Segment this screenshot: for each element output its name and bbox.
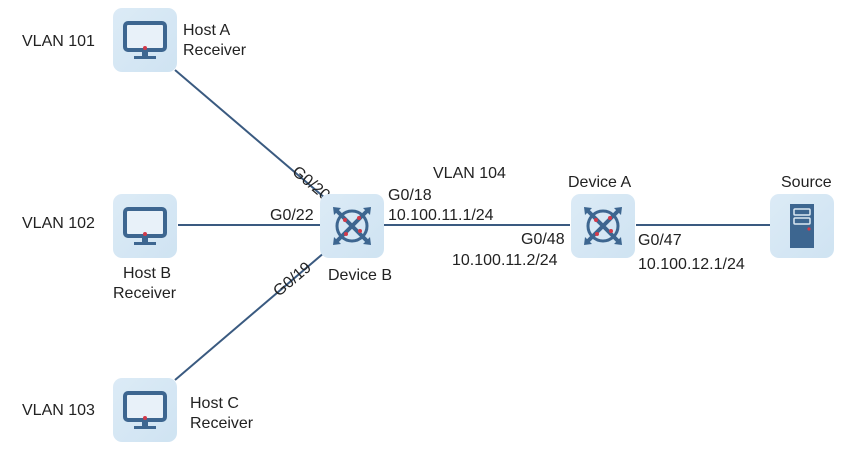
device-a-name: Device A [568,174,632,191]
switch-icon [584,207,622,245]
host-c-node[interactable] [113,378,177,442]
host-b-node[interactable] [113,194,177,258]
device-a-downlink-port: G0/48 [521,231,565,248]
device-a-uplink-port: G0/47 [638,232,682,249]
host-b-vlan: VLAN 102 [22,215,95,232]
host-a-name: Host A [183,22,231,39]
host-a-vlan: VLAN 101 [22,33,95,50]
monitor-icon [123,207,167,245]
host-c-role: Receiver [190,415,254,432]
host-b-name: Host B [123,265,172,282]
host-a-node[interactable] [113,8,177,72]
device-b-uplink-port: G0/18 [388,187,432,204]
port-g0-22: G0/22 [270,207,314,224]
server-icon [790,204,814,248]
host-c-name: Host C [190,395,239,412]
monitor-icon [123,21,167,59]
switch-icon [333,207,371,245]
device-b-node[interactable] [320,194,384,258]
vlan-104-label: VLAN 104 [433,165,506,182]
device-b-uplink-ip: 10.100.11.1/24 [388,207,494,224]
link-hostc-deviceb [174,251,326,381]
host-b-role: Receiver [113,285,177,302]
link-hosta-deviceb [174,69,326,199]
source-name: Source [781,174,832,191]
device-b-name: Device B [328,267,393,284]
device-a-node[interactable] [571,194,635,258]
host-c-vlan: VLAN 103 [22,402,95,419]
source-node[interactable] [770,194,834,258]
device-a-downlink-ip: 10.100.11.2/24 [452,252,558,269]
monitor-icon [123,391,167,429]
host-a-role: Receiver [183,42,247,59]
device-a-uplink-ip: 10.100.12.1/24 [638,256,745,273]
